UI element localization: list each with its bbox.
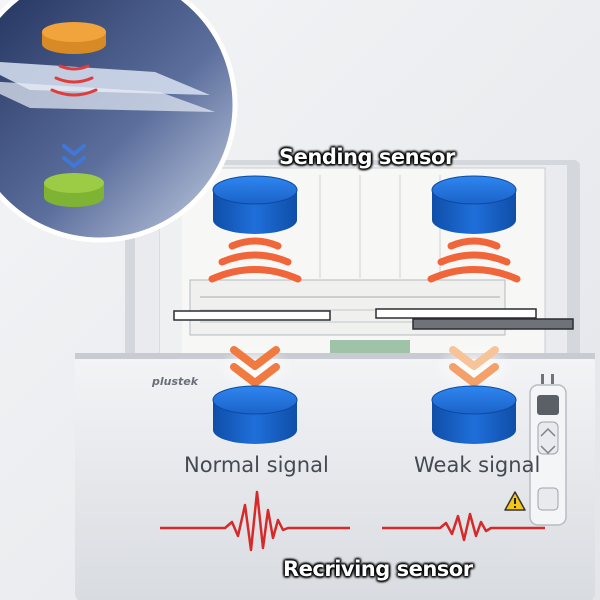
- chevrons-right: [434, 344, 514, 392]
- normal-signal-trace: [160, 490, 350, 552]
- receiving-sensor-label: Recriving sensor: [283, 557, 473, 581]
- receiving-sensor-left: [212, 385, 298, 444]
- scanner-slot: [75, 353, 595, 359]
- weak-signal-trace: [382, 512, 545, 542]
- warning-icon: [504, 491, 526, 511]
- arrow-up-icon: [540, 427, 556, 437]
- weak-signal-label: Weak signal: [414, 453, 541, 477]
- receiving-sensor-right: [431, 385, 517, 444]
- waves-right: [427, 237, 521, 283]
- brand-logo: plustek: [152, 375, 199, 388]
- arrow-down-icon: [540, 445, 556, 455]
- sending-sensor-right: [431, 175, 517, 234]
- waves-left: [208, 237, 302, 283]
- chevrons-left: [217, 346, 293, 390]
- control-panel: [529, 374, 567, 526]
- sending-sensor-label: Sending sensor: [279, 145, 455, 169]
- sending-sensor-left: [212, 175, 298, 234]
- paper-bar-left: [173, 310, 331, 321]
- paper-bar-right-bottom: [412, 318, 574, 330]
- inset-zoom: [0, 0, 238, 243]
- paper-bar-right-top: [375, 308, 537, 319]
- normal-signal-label: Normal signal: [184, 453, 329, 477]
